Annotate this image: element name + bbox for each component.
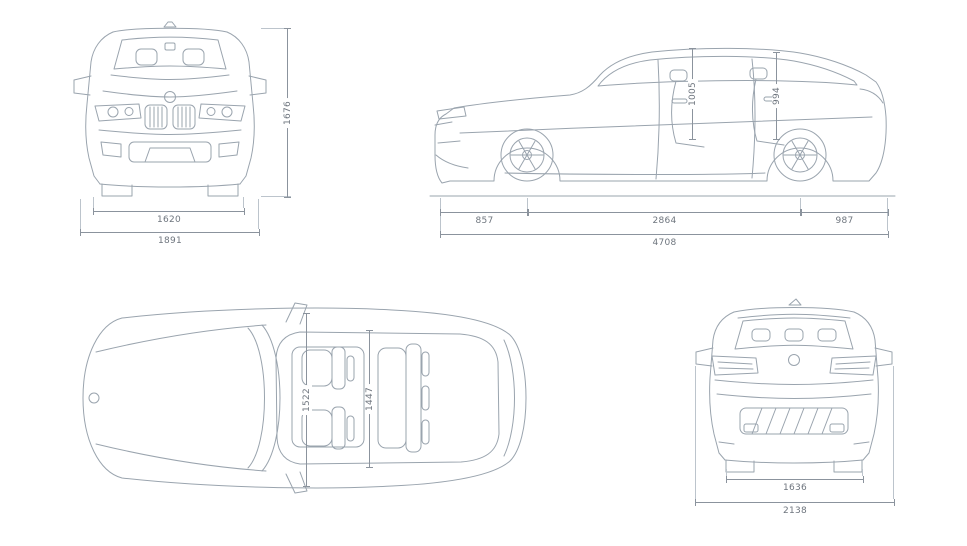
extension-line <box>527 198 528 209</box>
extension-line <box>243 197 244 208</box>
dim-interior-height-rear: 994 <box>771 52 782 140</box>
dim-front-overhang: 857 <box>440 209 529 226</box>
dim-label: 1676 <box>282 97 293 129</box>
dim-label: 994 <box>771 83 782 109</box>
dim-width-incl-mirrors: 2138 <box>695 499 895 516</box>
extension-line <box>893 366 894 499</box>
dim-label: 2138 <box>782 506 808 516</box>
dim-overall-height: 1676 <box>282 28 293 198</box>
dim-rear-overhang: 987 <box>800 209 889 226</box>
front-view-drawing <box>73 21 267 197</box>
extension-line <box>261 28 291 29</box>
dim-interior-height-front: 1005 <box>687 48 698 140</box>
dim-label: 2864 <box>652 216 677 226</box>
extension-line <box>261 196 291 197</box>
rear-view-drawing <box>695 298 893 473</box>
dim-label: 1620 <box>156 215 182 225</box>
dim-wheelbase: 2864 <box>527 209 802 226</box>
extension-line <box>695 366 696 499</box>
dim-label: 4708 <box>652 238 677 248</box>
dim-label: 1005 <box>687 78 698 110</box>
side-view-drawing <box>429 47 896 197</box>
extension-line <box>800 198 801 209</box>
extension-line <box>80 199 81 229</box>
dim-interior-width-rear: 1447 <box>364 330 375 468</box>
top-view-drawing <box>82 302 527 494</box>
dim-overall-length: 4708 <box>440 231 889 248</box>
dim-label: 857 <box>475 216 494 226</box>
dim-overall-width: 1891 <box>80 229 260 246</box>
extension-line <box>93 197 94 208</box>
extension-line <box>887 198 888 231</box>
dim-label: 1522 <box>301 384 312 416</box>
extension-line <box>258 199 259 229</box>
extension-line <box>862 469 863 476</box>
dim-label: 1447 <box>364 383 375 415</box>
dim-label: 987 <box>835 216 854 226</box>
dim-label: 1636 <box>782 483 808 493</box>
dim-label: 1891 <box>157 236 183 246</box>
extension-line <box>726 469 727 476</box>
dim-interior-width-front: 1522 <box>301 313 312 487</box>
dim-rear-track: 1636 <box>726 476 864 493</box>
dim-front-track: 1620 <box>93 208 245 225</box>
